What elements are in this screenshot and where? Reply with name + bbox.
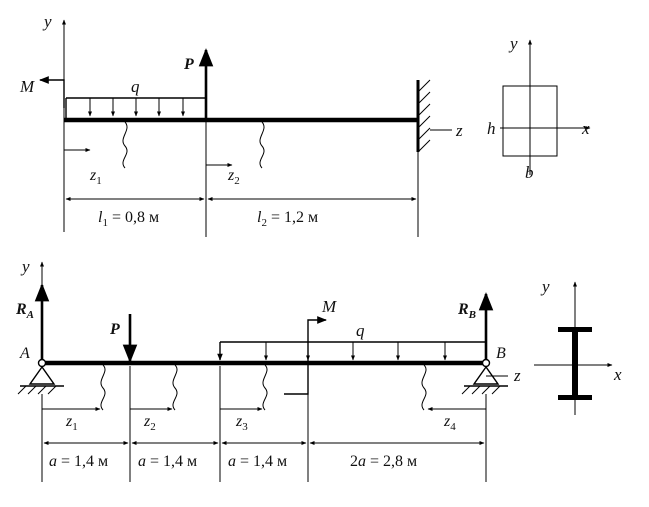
ibeam-y-label: y xyxy=(540,277,550,296)
dim2-seg2-label: a = 1,4 м xyxy=(138,453,197,470)
load-q-label: q xyxy=(131,77,140,96)
ibeam-x-label: x xyxy=(613,365,622,384)
distributed-load-2 xyxy=(217,341,486,361)
rectangular-cross-section: y x h b xyxy=(487,34,591,182)
moment-2-arrow xyxy=(284,316,327,395)
reaction-a-label: RA xyxy=(15,301,34,321)
z1-label: z1 xyxy=(89,167,102,187)
dim2-seg1-label: a = 1,4 м xyxy=(49,453,108,470)
dim-l2-label: l2 = 1,2 м xyxy=(257,209,318,229)
width-label: b xyxy=(525,163,534,182)
cut-3 xyxy=(262,364,268,411)
load-q2-label: q xyxy=(356,321,365,340)
z2-label: z2 xyxy=(227,167,240,187)
section-cut-1 xyxy=(122,121,128,169)
cut-4 xyxy=(421,364,427,411)
dim2-seg3-label: a = 1,4 м xyxy=(228,453,287,470)
ibeam-top-flange xyxy=(558,327,592,332)
section-cut-2 xyxy=(259,121,265,169)
section-y-label: y xyxy=(508,34,518,53)
support-b-label: B xyxy=(496,345,506,362)
z4-label-2: z4 xyxy=(443,413,456,433)
z-axis-label: z xyxy=(455,121,463,140)
ibeam-web xyxy=(572,332,578,395)
reaction-b-label: RB xyxy=(457,301,476,321)
z-axis-2-label: z xyxy=(513,366,521,385)
support-a-label: A xyxy=(19,345,30,362)
dim-l1-label: l1 = 0,8 м xyxy=(98,209,159,229)
z3-label-2: z3 xyxy=(235,413,248,433)
section-x-label: x xyxy=(581,119,590,138)
force-p2-label: P xyxy=(109,321,120,338)
rect-section xyxy=(502,85,558,157)
moment-2-label: M xyxy=(321,297,337,316)
z1-label-2: z1 xyxy=(65,413,78,433)
moment-arrow xyxy=(39,76,65,108)
z2-label-2: z2 xyxy=(143,413,156,433)
height-label: h xyxy=(487,119,496,138)
pin-support-a xyxy=(17,358,64,395)
i-beam-cross-section: y x xyxy=(534,277,622,415)
ibeam-bottom-flange xyxy=(558,395,592,400)
moment-label: M xyxy=(19,77,35,96)
fixed-support-hatch xyxy=(417,79,431,153)
y-axis-label: y xyxy=(42,12,52,31)
y-axis-2-label: y xyxy=(20,257,30,276)
pin-support-b xyxy=(461,358,508,395)
dim2-seg4-label: 2a = 2,8 м xyxy=(350,453,417,470)
cut-1 xyxy=(100,364,106,411)
distributed-load xyxy=(65,97,206,118)
force-p-label: P xyxy=(183,56,194,73)
simply-supported-beam-scheme: y RA RB z A xyxy=(15,257,521,482)
cut-2 xyxy=(172,364,178,411)
cantilever-beam-scheme: y z M P q xyxy=(19,12,463,237)
